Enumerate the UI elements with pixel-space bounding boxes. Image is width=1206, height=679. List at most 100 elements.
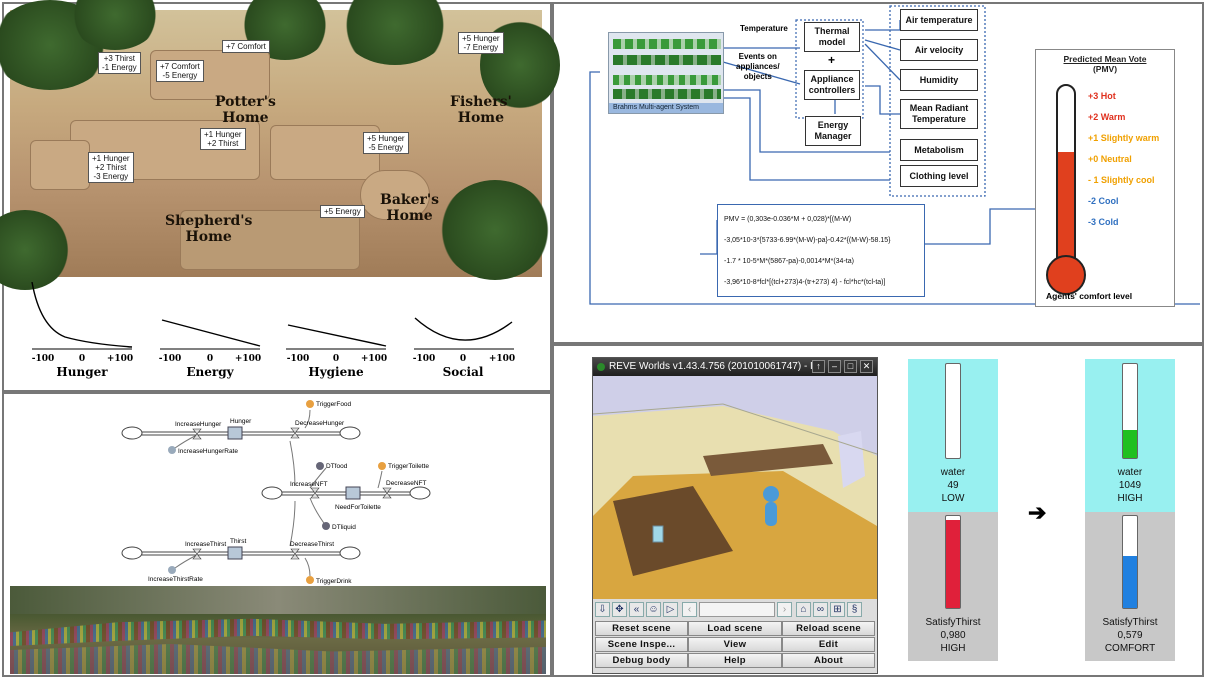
node-label: DecreaseHunger xyxy=(295,420,345,427)
brahms-screenshot: Brahms Multi-agent System xyxy=(608,32,724,114)
effect-label: +3 Thirst -1 Energy xyxy=(98,52,141,74)
thermal-diagram: Brahms Multi-agent System Temperature Ev… xyxy=(560,4,1202,339)
thirst-name: SatisfyThirst xyxy=(1102,617,1158,628)
pmv-scale-item: -3 Cold xyxy=(1088,217,1119,227)
node-label: DecreaseThirst xyxy=(290,541,334,548)
minimize-icon[interactable]: – xyxy=(828,360,841,373)
effect-label: +7 Comfort -5 Energy xyxy=(156,60,204,82)
water-gauge xyxy=(1122,363,1138,459)
water-value: 49 xyxy=(947,480,959,491)
water-value: 1049 xyxy=(1118,480,1142,491)
reset-scene-button[interactable]: Reset scene xyxy=(595,621,688,636)
water-level: HIGH xyxy=(1117,493,1143,504)
pmv-subtitle: (PMV) xyxy=(1092,64,1118,74)
load-scene-button[interactable]: Load scene xyxy=(688,621,782,636)
pin-icon[interactable]: ↑ xyxy=(812,360,825,373)
stock-flow-diagram: IncreaseHunger Hunger DecreaseHunger Tri… xyxy=(121,400,431,585)
svg-text:+100: +100 xyxy=(489,354,515,364)
scene-inspector-button[interactable]: Scene Inspe... xyxy=(595,637,688,652)
pmv-scale-item: +2 Warm xyxy=(1088,112,1126,122)
home-label: Shepherd's Home xyxy=(165,213,253,245)
walk-icon[interactable]: ☺ xyxy=(646,602,661,617)
brahms-label: Brahms Multi-agent System xyxy=(609,103,723,113)
water-gauge xyxy=(945,363,961,459)
svg-text:+100: +100 xyxy=(361,354,387,364)
formula-line: PMV = (0,303e-0.036*M + 0,028)*[(M-W) xyxy=(724,216,852,223)
combo-select[interactable] xyxy=(699,602,775,617)
energy-manager-box: Energy Manager xyxy=(805,116,861,146)
close-icon[interactable]: ✕ xyxy=(860,360,873,373)
nav-down-icon[interactable]: ⇩ xyxy=(595,602,610,617)
meter-before: water 49 LOW SatisfyThirst 0,980 HIGH xyxy=(908,359,998,661)
curve-label: Hunger xyxy=(56,365,108,379)
edit-button[interactable]: Edit xyxy=(782,637,875,652)
play-icon[interactable]: ▷ xyxy=(663,602,678,617)
home-label: Potter's Home xyxy=(215,94,276,126)
node-label: NeedForToilette xyxy=(335,504,381,511)
panel-thermal xyxy=(552,2,1204,344)
plus-sign: + xyxy=(828,53,836,67)
effect-label: +5 Hunger -5 Energy xyxy=(363,132,409,154)
thirst-gauge xyxy=(945,515,961,609)
help-button[interactable]: Help xyxy=(688,653,782,668)
about-button[interactable]: About xyxy=(782,653,875,668)
debug-body-button[interactable]: Debug body xyxy=(595,653,688,668)
comfort-label: Agents' comfort level xyxy=(1046,291,1133,301)
node-label: IncreaseNFT xyxy=(290,481,328,488)
home-label: Fishers' Home xyxy=(450,94,512,126)
binoculars-icon[interactable]: ∞ xyxy=(813,602,828,617)
factor-box: Metabolism xyxy=(900,139,978,161)
node-label: TriggerToilette xyxy=(388,463,429,470)
home-label: Baker's Home xyxy=(380,192,440,224)
thermal-model-box: Thermal model xyxy=(804,22,860,52)
back-icon[interactable]: « xyxy=(629,602,644,617)
prev-icon[interactable]: ‹ xyxy=(682,602,697,617)
thirst-value: 0,579 xyxy=(1117,630,1143,641)
app-icon xyxy=(597,363,605,371)
svg-text:0: 0 xyxy=(207,354,213,364)
window-title: REVE Worlds v1.43.4.756 (201010061747) -… xyxy=(593,358,877,376)
water-name: water xyxy=(940,467,966,478)
node-label: TriggerFood xyxy=(316,401,352,408)
curve-label: Energy xyxy=(186,365,234,379)
pmv-title: Predicted Mean Vote xyxy=(1063,54,1147,64)
pmv-scale-item: +3 Hot xyxy=(1088,91,1116,101)
events-label: Events on appliances/ objects xyxy=(736,52,780,81)
factor-box: Air temperature xyxy=(900,9,978,31)
effect-label: +1 Hunger +2 Thirst xyxy=(200,128,246,150)
need-curves: -100 0 +100 Hunger -100 0 +100 Energy -1… xyxy=(31,282,515,379)
energy-curve: -100 0 +100 Energy xyxy=(159,319,261,379)
pmv-formula: PMV = (0,303e-0.036*M + 0,028)*[(M-W) -3… xyxy=(717,204,925,297)
formula-line: -1.7 * 10-5*M*(5867-pa)-0,0014*M*(34-ta) xyxy=(724,258,854,265)
formula-line: -3,05*10-3*{5733-6.99*(M-W)-pa}-0.42*{(M… xyxy=(724,237,891,244)
node-label: DecreaseNFT xyxy=(386,480,426,487)
move-icon[interactable]: ✥ xyxy=(612,602,627,617)
svg-text:-100: -100 xyxy=(287,354,310,364)
temperature-label: Temperature xyxy=(740,24,788,33)
thirst-level: HIGH xyxy=(940,643,966,654)
thirst-value: 0,980 xyxy=(940,630,966,641)
factor-box: Air velocity xyxy=(900,39,978,61)
hunger-curve: -100 0 +100 Hunger xyxy=(31,282,133,379)
thirst-level: COMFORT xyxy=(1104,643,1156,654)
fit-icon[interactable]: ⊞ xyxy=(830,602,845,617)
effect-label: +1 Hunger +2 Thirst -3 Energy xyxy=(88,152,134,183)
node-label: IncreaseThirst xyxy=(185,541,226,548)
script-icon[interactable]: § xyxy=(847,602,862,617)
node-label: IncreaseThirstRate xyxy=(148,576,203,583)
next-icon[interactable]: › xyxy=(777,602,792,617)
node-label: DTliquid xyxy=(332,524,356,531)
3d-viewport[interactable] xyxy=(593,376,877,599)
view-button[interactable]: View xyxy=(688,637,782,652)
effect-label: +5 Hunger -7 Energy xyxy=(458,32,504,54)
node-label: IncreaseHungerRate xyxy=(178,448,238,455)
pmv-scale-item: -2 Cool xyxy=(1088,196,1119,206)
reload-scene-button[interactable]: Reload scene xyxy=(782,621,875,636)
hygiene-curve: -100 0 +100 Hygiene xyxy=(286,324,387,379)
node-label: DTfood xyxy=(326,463,348,470)
house-icon[interactable]: ⌂ xyxy=(796,602,811,617)
pmv-scale-item: +0 Neutral xyxy=(1088,154,1132,164)
pmv-panel: Predicted Mean Vote (PMV) +3 Hot +2 Warm +… xyxy=(1035,49,1175,307)
maximize-icon[interactable]: □ xyxy=(844,360,857,373)
effect-label: +7 Comfort xyxy=(222,40,270,53)
